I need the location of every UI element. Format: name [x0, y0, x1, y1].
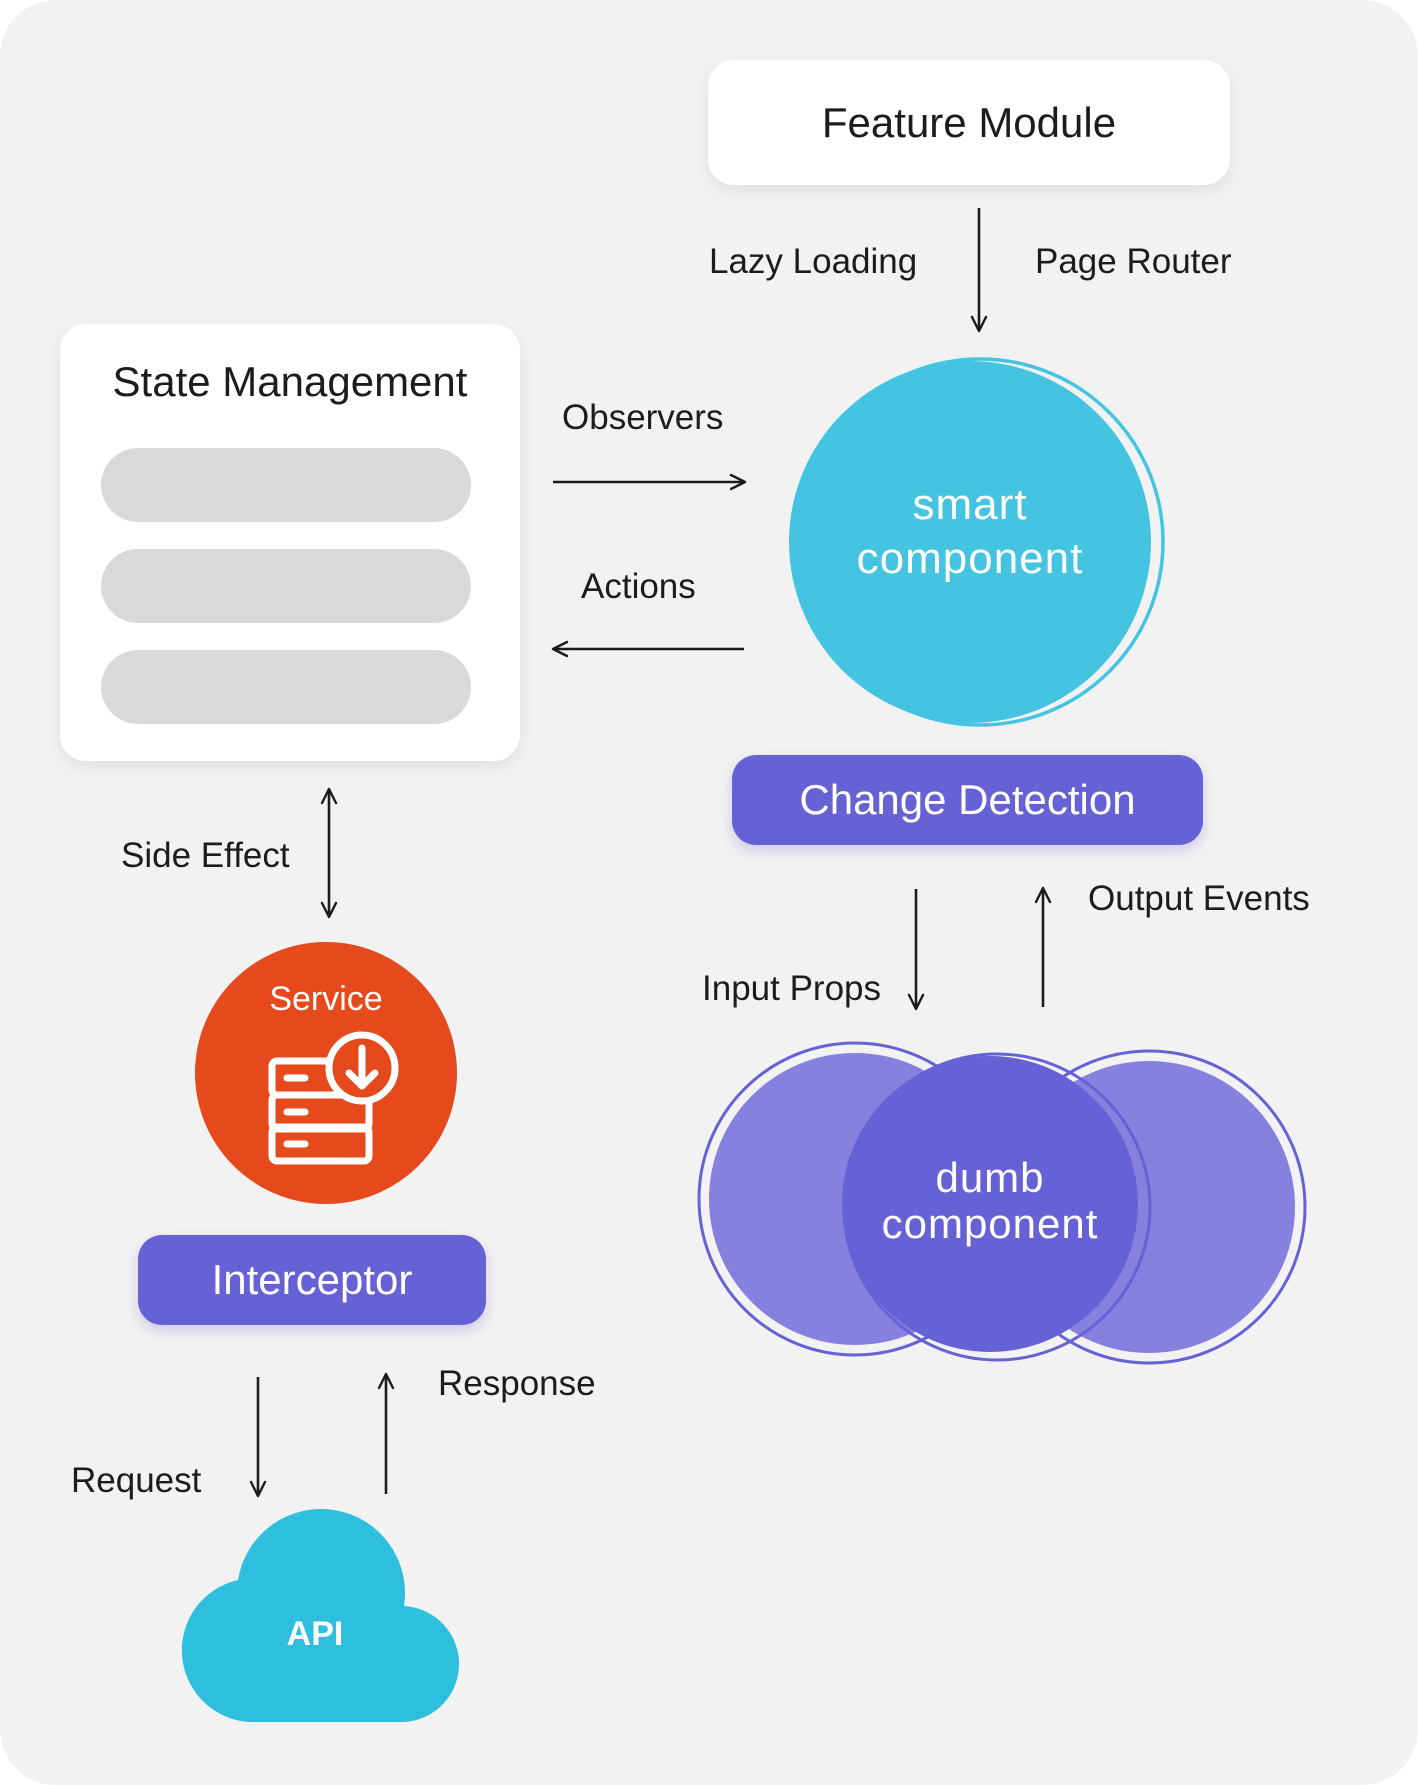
smart-component-label: smart component [790, 478, 1150, 586]
cloud-icon [181, 1508, 460, 1723]
response-label: Response [438, 1364, 596, 1403]
dumb-component-line-1: dumb [935, 1154, 1045, 1201]
dumb-component-label: dumb component [830, 1155, 1150, 1247]
lazy-loading-label: Lazy Loading [709, 242, 918, 281]
smart-component-line-2: component [856, 534, 1084, 583]
feature-module-title: Feature Module [821, 98, 1117, 146]
interceptor-badge: Interceptor [138, 1235, 486, 1325]
input-props-label: Input Props [702, 969, 881, 1008]
service-label: Service [269, 980, 383, 1018]
side-effect-label: Side Effect [121, 836, 290, 875]
actions-label: Actions [581, 567, 696, 606]
change-detection-badge: Change Detection [732, 755, 1203, 845]
page-router-label: Page Router [1035, 242, 1232, 281]
smart-component-line-1: smart [912, 480, 1028, 529]
feature-module-box: Feature Module [708, 60, 1230, 185]
dumb-component-line-2: component [881, 1200, 1099, 1247]
request-label: Request [71, 1461, 202, 1500]
interceptor-label: Interceptor [211, 1256, 413, 1303]
api-label: API [286, 1615, 344, 1653]
smart-component-circle [789, 361, 1151, 723]
state-slot [101, 650, 471, 724]
output-events-label: Output Events [1088, 879, 1310, 918]
dumb-component-circle [842, 1056, 1138, 1352]
state-management-box: State Management [60, 324, 520, 761]
state-management-title: State Management [112, 358, 468, 405]
observers-label: Observers [562, 398, 724, 437]
server-download-icon [268, 1031, 399, 1165]
state-slot [101, 549, 471, 623]
change-detection-label: Change Detection [799, 776, 1136, 823]
state-slot [101, 448, 471, 522]
